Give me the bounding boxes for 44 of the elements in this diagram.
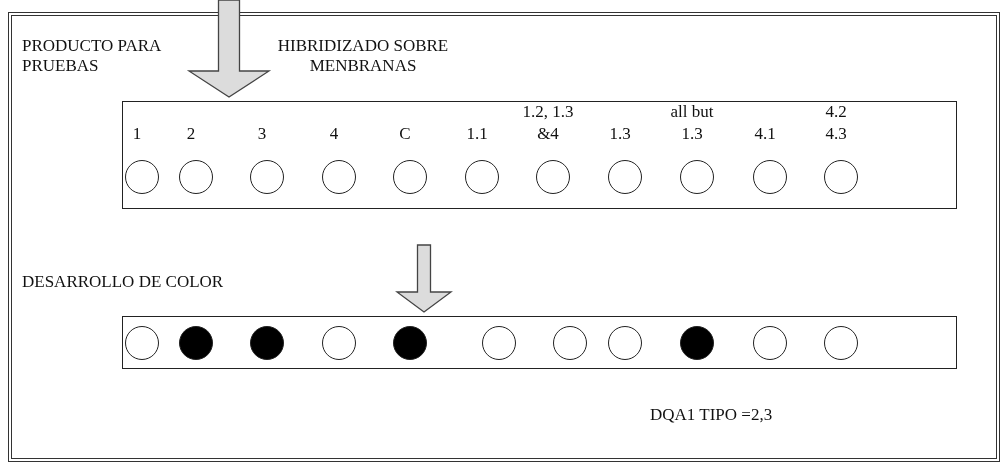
empty-dot: [322, 160, 356, 194]
empty-dot: [753, 160, 787, 194]
result-text: DQA1 TIPO =2,3: [650, 405, 773, 425]
empty-dot: [536, 160, 570, 194]
empty-dot: [322, 326, 356, 360]
probe-label: C: [398, 124, 412, 144]
empty-dot: [608, 326, 642, 360]
probe-label: 4: [328, 124, 340, 144]
probe-label: all but: [669, 102, 715, 122]
probe-label: 3: [256, 124, 268, 144]
probe-label: 4.1: [753, 124, 777, 144]
empty-dot: [824, 326, 858, 360]
empty-dot: [179, 160, 213, 194]
membrane-strip: [122, 316, 957, 369]
probe-label: 1.3: [680, 124, 704, 144]
empty-dot: [125, 326, 159, 360]
probe-label: 1.3: [608, 124, 632, 144]
membrane-strip: [122, 101, 957, 209]
empty-dot: [125, 160, 159, 194]
filled-dot: [179, 326, 213, 360]
heading-text: DESARROLLO DE COLOR: [22, 272, 224, 292]
block-arrow: [186, 0, 272, 98]
empty-dot: [393, 160, 427, 194]
filled-dot: [393, 326, 427, 360]
filled-dot: [250, 326, 284, 360]
empty-dot: [553, 326, 587, 360]
empty-dot: [608, 160, 642, 194]
empty-dot: [680, 160, 714, 194]
empty-dot: [824, 160, 858, 194]
empty-dot: [753, 326, 787, 360]
probe-label: 4.2: [824, 102, 848, 122]
probe-label: 2: [185, 124, 197, 144]
probe-label: 1.2, 1.3: [521, 102, 575, 122]
block-arrow: [395, 244, 453, 313]
heading-text: HIBRIDIZADO SOBRE MENBRANAS: [276, 36, 450, 76]
probe-label: 4.3: [824, 124, 848, 144]
heading-text: PRODUCTO PARA PRUEBAS: [22, 36, 162, 76]
probe-label: 1: [131, 124, 143, 144]
empty-dot: [482, 326, 516, 360]
probe-label: 1.1: [465, 124, 489, 144]
probe-label: &4: [536, 124, 560, 144]
empty-dot: [465, 160, 499, 194]
filled-dot: [680, 326, 714, 360]
empty-dot: [250, 160, 284, 194]
